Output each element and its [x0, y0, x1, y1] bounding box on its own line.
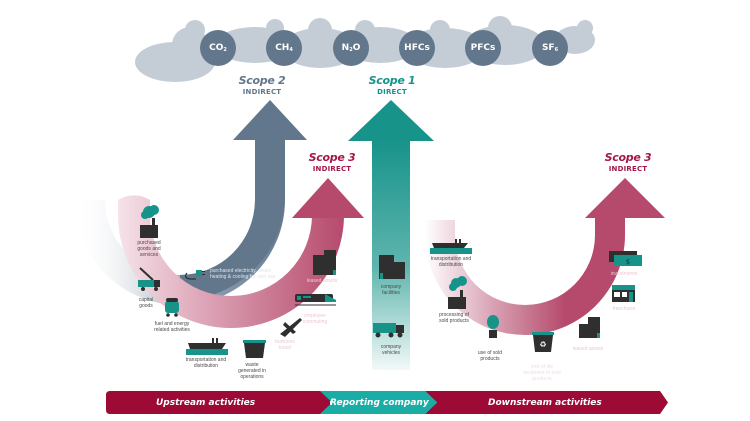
- gas-label: CO: [209, 43, 224, 53]
- scope3-upstream-arrow: [118, 178, 364, 328]
- scope3-upstream-heading: Scope 3 INDIRECT: [302, 151, 362, 173]
- scope1-title: Scope 1: [368, 74, 416, 87]
- scope3-downstream-subtitle: INDIRECT: [608, 165, 648, 173]
- label-purchased-electricity: purchased electricity, steam, heating & …: [210, 268, 276, 280]
- label-leased-assets-upstream: leased assets: [306, 278, 338, 284]
- label-transportation-downstream: transportation and distribution: [430, 256, 472, 268]
- scope3-upstream-subtitle: INDIRECT: [312, 165, 352, 173]
- band-upstream-label: Upstream activities: [156, 398, 256, 408]
- gas-label: CH: [275, 43, 290, 53]
- band-downstream-label: Downstream activities: [488, 398, 602, 408]
- gas-label-tail: O: [352, 43, 361, 53]
- storefront-icon: [612, 285, 635, 302]
- ship-downstream-icon: [430, 239, 472, 254]
- label-fuel-energy: fuel and energy related activities: [154, 321, 190, 333]
- train-icon: [295, 294, 336, 306]
- label-capital-goods: capital goods: [138, 297, 154, 309]
- label-use-sold-products: use of sold products: [477, 350, 503, 362]
- label-purchased-goods: purchased goods and services: [137, 240, 161, 258]
- factory-cloud-icon: [140, 205, 159, 238]
- recycle-bin-icon: ♻: [532, 332, 554, 352]
- waste-bin-icon: [243, 340, 266, 358]
- label-company-vehicles: company vehicles: [380, 344, 402, 356]
- company-building-icon: [379, 255, 405, 279]
- crane-truck-icon: [138, 267, 160, 291]
- gas-pfcs: PFCs: [465, 30, 501, 66]
- scope3-upstream-title: Scope 3: [308, 151, 356, 164]
- label-leased-assets-downstream: leased assets: [572, 346, 604, 352]
- scope2-heading: Scope 2 INDIRECT: [232, 74, 292, 96]
- scope1-subtitle: DIRECT: [377, 88, 407, 96]
- svg-text:♻: ♻: [539, 340, 546, 349]
- leased-building-downstream-icon: [579, 317, 600, 338]
- label-transportation-upstream: transportation and distribution: [185, 357, 227, 369]
- gas-hfcs: HFCs: [399, 30, 435, 66]
- scope3-downstream-title: Scope 3: [604, 151, 652, 164]
- label-processing: processing of sold products: [439, 312, 469, 324]
- factory-cloud-downstream-icon: [448, 276, 467, 309]
- leased-building-icon: [313, 250, 336, 275]
- label-investments: investments: [610, 271, 638, 277]
- label-company-facilities: company facilities: [380, 284, 402, 296]
- gas-label: SF: [541, 43, 555, 53]
- company-truck-icon: [373, 323, 404, 338]
- value-chain-band: [106, 391, 668, 414]
- scope2-title: Scope 2: [238, 74, 286, 87]
- label-business-travel: business travel: [275, 339, 295, 351]
- scope2-arrow: [75, 100, 307, 305]
- plug-icon: [184, 270, 205, 280]
- scope1-heading: Scope 1 DIRECT: [362, 74, 422, 96]
- label-end-of-life: end-of-life treatment of sold products: [523, 364, 561, 382]
- gas-subscript: 2: [349, 47, 353, 53]
- ship-icon: [186, 338, 228, 355]
- gas-subscript: 2: [223, 47, 227, 53]
- label-franchises: franchises: [612, 306, 636, 312]
- scope3-downstream-arrow: [425, 178, 665, 335]
- gas-label: HFCs: [404, 43, 430, 53]
- lightbulb-icon: [487, 315, 499, 338]
- cash-icon: $: [609, 251, 642, 266]
- scope3-downstream-heading: Scope 3 INDIRECT: [598, 151, 658, 173]
- label-employee-commuting: employee commuting: [302, 313, 328, 325]
- band-reporting-label: Reporting company: [330, 398, 429, 408]
- gas-label: PFCs: [470, 43, 496, 53]
- airplane-icon: [280, 318, 302, 337]
- gas-label: N: [341, 43, 350, 53]
- gas-subscript: 6: [554, 47, 559, 53]
- gas-subscript: 4: [289, 47, 293, 53]
- label-waste: waste generated in operations: [238, 362, 266, 380]
- scope2-subtitle: INDIRECT: [242, 88, 282, 96]
- svg-text:$: $: [626, 258, 630, 266]
- fuel-wagon-icon: [165, 298, 179, 317]
